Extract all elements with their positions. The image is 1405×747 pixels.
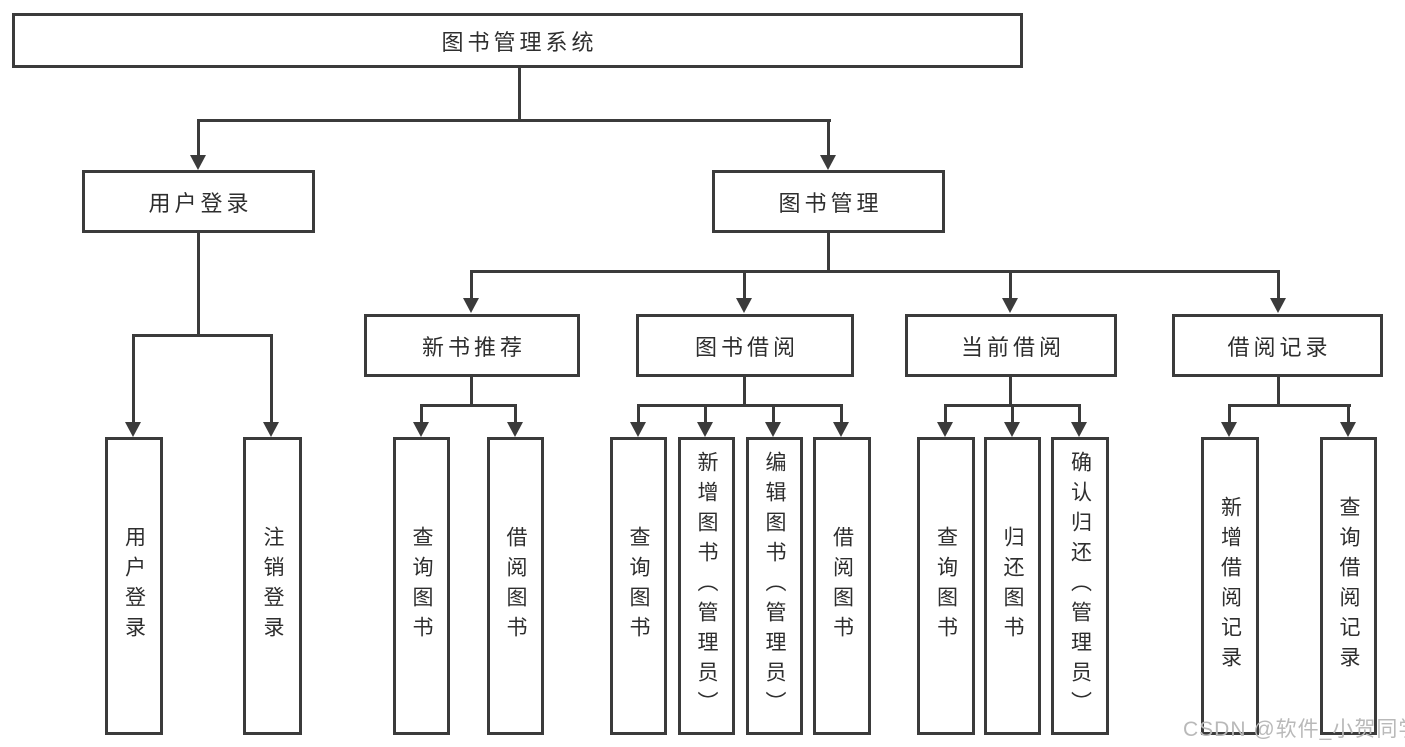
node-leaf-nb-borrow-books: 借阅图书 — [487, 437, 544, 735]
node-user-login-branch: 用户登录 — [82, 170, 315, 233]
node-leaf-bb-add-books-admin: 新增图书（管理员） — [678, 437, 735, 735]
csdn-watermark: CSDN @软件_小贺同学 — [1183, 718, 1405, 741]
arrowhead-br-query — [1340, 422, 1356, 437]
connector-drop-user-login — [197, 119, 200, 157]
node-leaf-cb-return-books: 归还图书 — [984, 437, 1041, 735]
arrowhead-new-book — [463, 298, 479, 313]
connector-new-book-stem — [470, 375, 473, 407]
arrowhead-book-borrow — [736, 298, 752, 313]
leaf-label: 查询图书 — [934, 526, 958, 646]
arrowhead-bb-borrow — [833, 422, 849, 437]
node-current-borrowing: 当前借阅 — [905, 314, 1117, 377]
connector-drop-leaf-login — [132, 334, 135, 423]
connector-book-borrow-stem — [743, 375, 746, 407]
connector-drop-book-borrow — [743, 270, 746, 300]
arrowhead-user-login — [190, 155, 206, 170]
arrowhead-nb-query — [413, 422, 429, 437]
node-leaf-logout: 注销登录 — [243, 437, 302, 735]
leaf-label: 借阅图书 — [830, 526, 854, 646]
connector-current-borrow-stem — [1009, 375, 1012, 407]
connector-drop-br-add — [1228, 404, 1231, 424]
node-leaf-bb-edit-books-admin: 编辑图书（管理员） — [746, 437, 803, 735]
connector-new-book-bar — [420, 404, 517, 407]
leaf-label: 查询借阅记录 — [1337, 496, 1360, 676]
arrowhead-nb-borrow — [507, 422, 523, 437]
connector-drop-current-borrow — [1009, 270, 1012, 300]
connector-drop-cb-confirm — [1078, 404, 1081, 424]
connector-book-mgmt-stem — [827, 231, 830, 272]
arrowhead-bb-add — [697, 422, 713, 437]
arrowhead-bb-edit — [765, 422, 781, 437]
connector-drop-nb-borrow — [514, 404, 517, 424]
leaf-label: 查询图书 — [410, 526, 433, 646]
node-leaf-cb-query-books: 查询图书 — [917, 437, 975, 735]
arrowhead-leaf-login — [125, 422, 141, 437]
node-book-management: 图书管理 — [712, 170, 945, 233]
connector-drop-new-book — [470, 270, 473, 300]
connector-drop-bb-borrow — [840, 404, 843, 424]
arrowhead-cb-query — [937, 422, 953, 437]
leaf-label: 确认归还（管理员） — [1068, 451, 1092, 721]
connector-drop-bb-add — [704, 404, 707, 424]
node-leaf-bb-borrow-books: 借阅图书 — [813, 437, 871, 735]
leaf-label: 新增图书（管理员） — [695, 451, 718, 721]
leaf-label: 查询图书 — [627, 526, 650, 646]
node-borrowing-records: 借阅记录 — [1172, 314, 1383, 377]
connector-drop-bb-query — [637, 404, 640, 424]
connector-level2-bar — [470, 270, 1280, 273]
node-book-borrowing: 图书借阅 — [636, 314, 854, 377]
leaf-label: 用户登录 — [122, 526, 146, 646]
connector-borrow-records-stem — [1277, 375, 1280, 407]
node-leaf-cb-confirm-return-admin: 确认归还（管理员） — [1051, 437, 1109, 735]
leaf-label: 编辑图书（管理员） — [763, 451, 786, 721]
node-leaf-nb-query-books: 查询图书 — [393, 437, 450, 735]
node-leaf-bb-query-books: 查询图书 — [610, 437, 667, 735]
connector-drop-borrow-records — [1277, 270, 1280, 300]
node-leaf-br-query-record: 查询借阅记录 — [1320, 437, 1377, 735]
node-library-system: 图书管理系统 — [12, 13, 1023, 68]
arrowhead-cb-return — [1004, 422, 1020, 437]
connector-drop-book-mgmt — [827, 119, 830, 157]
node-leaf-br-add-record: 新增借阅记录 — [1201, 437, 1259, 735]
connector-user-login-stem — [197, 231, 200, 336]
connector-drop-cb-return — [1011, 404, 1014, 424]
arrowhead-cb-confirm — [1071, 422, 1087, 437]
connector-drop-leaf-logout — [270, 334, 273, 423]
leaf-label: 归还图书 — [1001, 526, 1024, 646]
connector-root-trunk — [518, 65, 521, 122]
leaf-label: 借阅图书 — [504, 526, 527, 646]
arrowhead-leaf-logout — [263, 422, 279, 437]
connector-drop-nb-query — [420, 404, 423, 424]
connector-drop-cb-query — [944, 404, 947, 424]
connector-drop-bb-edit — [772, 404, 775, 424]
connector-user-login-bar — [132, 334, 273, 337]
connector-drop-br-query — [1347, 404, 1350, 424]
leaf-label: 注销登录 — [261, 526, 284, 646]
node-new-book-recommend: 新书推荐 — [364, 314, 580, 377]
arrowhead-book-mgmt — [820, 155, 836, 170]
connector-level1-bar — [197, 119, 831, 122]
arrowhead-current-borrow — [1002, 298, 1018, 313]
connector-book-borrow-bar — [637, 404, 843, 407]
arrowhead-borrow-records — [1270, 298, 1286, 313]
arrowhead-br-add — [1221, 422, 1237, 437]
leaf-label: 新增借阅记录 — [1218, 496, 1242, 676]
connector-borrow-records-bar — [1228, 404, 1351, 407]
node-leaf-user-login: 用户登录 — [105, 437, 163, 735]
arrowhead-bb-query — [630, 422, 646, 437]
